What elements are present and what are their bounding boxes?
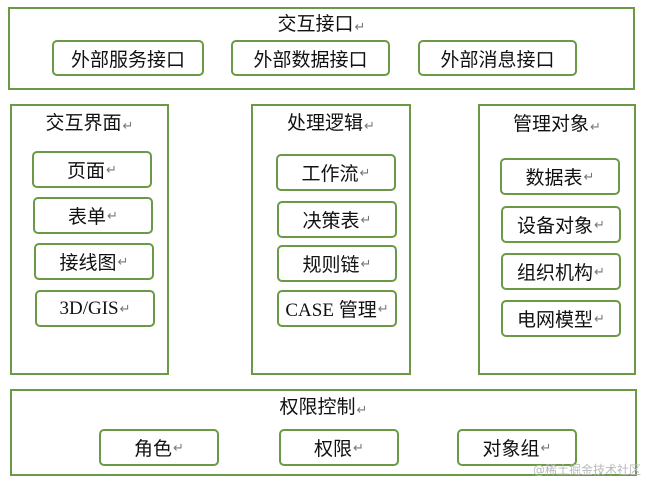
interaction-ui-title: 交互界面↵ bbox=[45, 113, 134, 134]
object-group-box: 对象组↵ bbox=[457, 429, 577, 466]
organization-box: 组织机构↵ bbox=[501, 253, 621, 290]
form-box: 表单↵ bbox=[33, 197, 153, 234]
data-table-box: 数据表↵ bbox=[500, 158, 620, 195]
workflow-box: 工作流↵ bbox=[276, 154, 396, 191]
external-service-interface-box: 外部服务接口 bbox=[52, 40, 204, 76]
page-box: 页面↵ bbox=[32, 151, 152, 188]
decision-table-box: 决策表↵ bbox=[277, 201, 397, 238]
case-management-box: CASE 管理↵ bbox=[277, 290, 397, 327]
grid-model-box: 电网模型↵ bbox=[501, 300, 621, 337]
wiring-diagram-box: 接线图↵ bbox=[34, 243, 154, 280]
interaction-ui-panel: 交互界面↵ 页面↵ 表单↵ 接线图↵ 3D/GIS↵ bbox=[10, 104, 169, 375]
management-objects-panel: 管理对象↵ 数据表↵ 设备对象↵ 组织机构↵ 电网模型↵ bbox=[478, 104, 636, 375]
interaction-interface-panel: 交互接口↵ 外部服务接口 外部数据接口 外部消息接口 bbox=[8, 7, 635, 90]
processing-logic-panel: 处理逻辑↵ 工作流↵ 决策表↵ 规则链↵ CASE 管理↵ bbox=[251, 104, 411, 375]
processing-logic-title: 处理逻辑↵ bbox=[287, 113, 375, 134]
access-control-title: 权限控制↵ bbox=[279, 397, 368, 418]
permission-box: 权限↵ bbox=[279, 429, 399, 466]
device-object-box: 设备对象↵ bbox=[501, 206, 621, 243]
access-control-panel: 权限控制↵ 角色↵ 权限↵ 对象组↵ bbox=[10, 389, 637, 476]
rule-chain-box: 规则链↵ bbox=[277, 245, 397, 282]
external-message-interface-box: 外部消息接口 bbox=[418, 40, 577, 76]
watermark: @稀土掘金技术社区 bbox=[532, 463, 641, 477]
3d-gis-box: 3D/GIS↵ bbox=[35, 290, 155, 327]
external-data-interface-box: 外部数据接口 bbox=[231, 40, 390, 76]
interaction-interface-title: 交互接口↵ bbox=[277, 14, 366, 35]
management-objects-title: 管理对象↵ bbox=[513, 114, 601, 135]
role-box: 角色↵ bbox=[99, 429, 219, 466]
